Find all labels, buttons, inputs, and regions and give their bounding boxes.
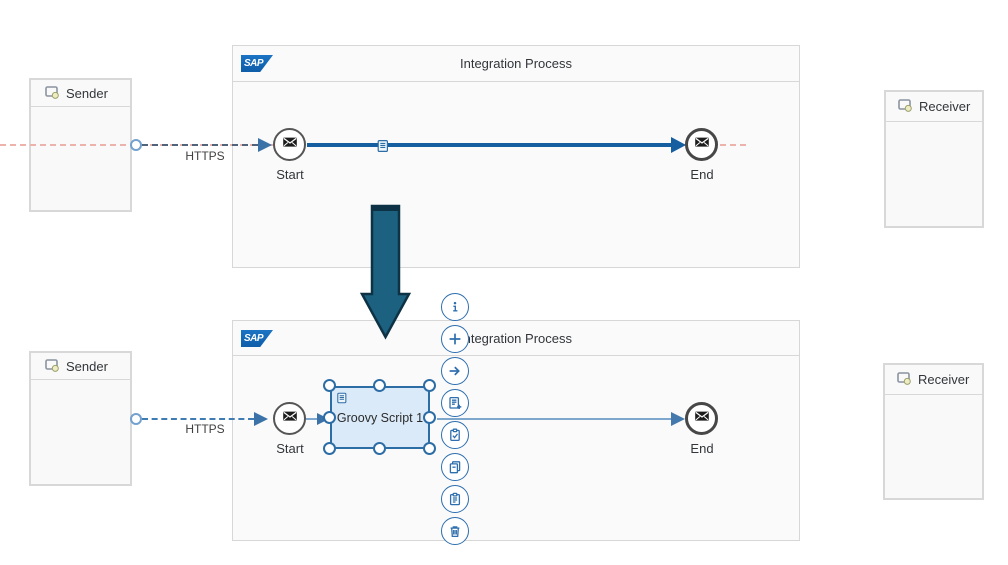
context-menu-paste-button[interactable] (441, 485, 469, 513)
sender-channel-line[interactable] (142, 418, 254, 420)
sender-label: Sender (66, 85, 108, 101)
adapter-protocol-label: HTTPS (185, 149, 225, 163)
connection-endpoint-dot[interactable] (130, 413, 142, 425)
context-menu-connector-button[interactable] (441, 357, 469, 385)
sender-label: Sender (66, 358, 108, 374)
channel-arrowhead-icon (258, 138, 272, 152)
adapter-protocol-label: HTTPS (185, 422, 225, 436)
integration-process-bottom: SAP Integration Process (232, 320, 800, 541)
context-menu-copy-button[interactable] (441, 453, 469, 481)
end-event-node[interactable] (685, 128, 718, 161)
receiver-label: Receiver (919, 99, 971, 114)
participant-icon (897, 97, 913, 116)
context-menu-info-button[interactable] (441, 293, 469, 321)
receiver-box-bottom[interactable]: Receiver (883, 363, 984, 500)
sequence-arrowhead-icon (671, 137, 686, 153)
sender-channel-line[interactable] (142, 144, 258, 146)
process-header: SAP Integration Process (233, 321, 799, 356)
integration-process-top: SAP Integration Process (232, 45, 800, 268)
message-envelope-icon (281, 407, 299, 430)
selection-handle[interactable] (423, 442, 436, 455)
message-envelope-icon (693, 407, 711, 430)
receiver-label: Receiver (918, 372, 970, 387)
receiver-box-top[interactable]: Receiver (884, 90, 984, 228)
message-envelope-icon (693, 133, 711, 156)
sequence-arrowhead-icon (671, 412, 685, 426)
participant-icon (44, 357, 60, 376)
info-icon (453, 301, 458, 312)
clipboard-check-icon (450, 428, 460, 442)
sequence-flow-line[interactable] (306, 418, 319, 420)
step-label: Groovy Script 1 (336, 410, 424, 425)
selection-handle[interactable] (373, 379, 386, 392)
plus-icon (449, 333, 461, 345)
paste-icon (449, 492, 461, 506)
script-add-icon (449, 396, 462, 409)
selection-handle[interactable] (423, 379, 436, 392)
start-label: Start (276, 167, 304, 182)
message-envelope-icon (281, 133, 299, 156)
start-event-node[interactable] (273, 128, 306, 161)
context-menu-add-button[interactable] (441, 325, 469, 353)
script-drop-ghost-icon (375, 138, 391, 159)
selection-handle[interactable] (323, 442, 336, 455)
context-menu-tasks-button[interactable] (441, 421, 469, 449)
selection-handle[interactable] (423, 411, 436, 424)
trash-icon (450, 526, 460, 538)
copy-icon (449, 461, 461, 474)
context-menu-delete-button[interactable] (441, 517, 469, 545)
arrow-right-icon (449, 366, 460, 376)
sender-box-bottom[interactable]: Sender (29, 351, 132, 486)
end-event-node[interactable] (685, 402, 718, 435)
connection-endpoint-dot[interactable] (130, 139, 142, 151)
sequence-flow-line[interactable] (437, 418, 673, 420)
channel-arrowhead-icon (254, 412, 268, 426)
selection-handle[interactable] (323, 411, 336, 424)
participant-icon (44, 84, 60, 103)
context-menu-add-script-button[interactable] (441, 389, 469, 417)
selection-handle[interactable] (373, 442, 386, 455)
end-label: End (690, 441, 714, 456)
selection-handle[interactable] (323, 379, 336, 392)
process-title: Integration Process (459, 330, 572, 346)
start-label: Start (276, 441, 304, 456)
start-event-node[interactable] (273, 402, 306, 435)
process-title: Integration Process (459, 56, 572, 71)
participant-icon (896, 370, 912, 389)
groovy-script-step[interactable]: Groovy Script 1 (330, 386, 430, 449)
script-icon (335, 391, 349, 408)
step-transition-arrow (359, 204, 412, 340)
sequence-flow-line[interactable] (307, 143, 675, 147)
end-label: End (690, 167, 714, 182)
process-header: SAP Integration Process (233, 46, 799, 82)
